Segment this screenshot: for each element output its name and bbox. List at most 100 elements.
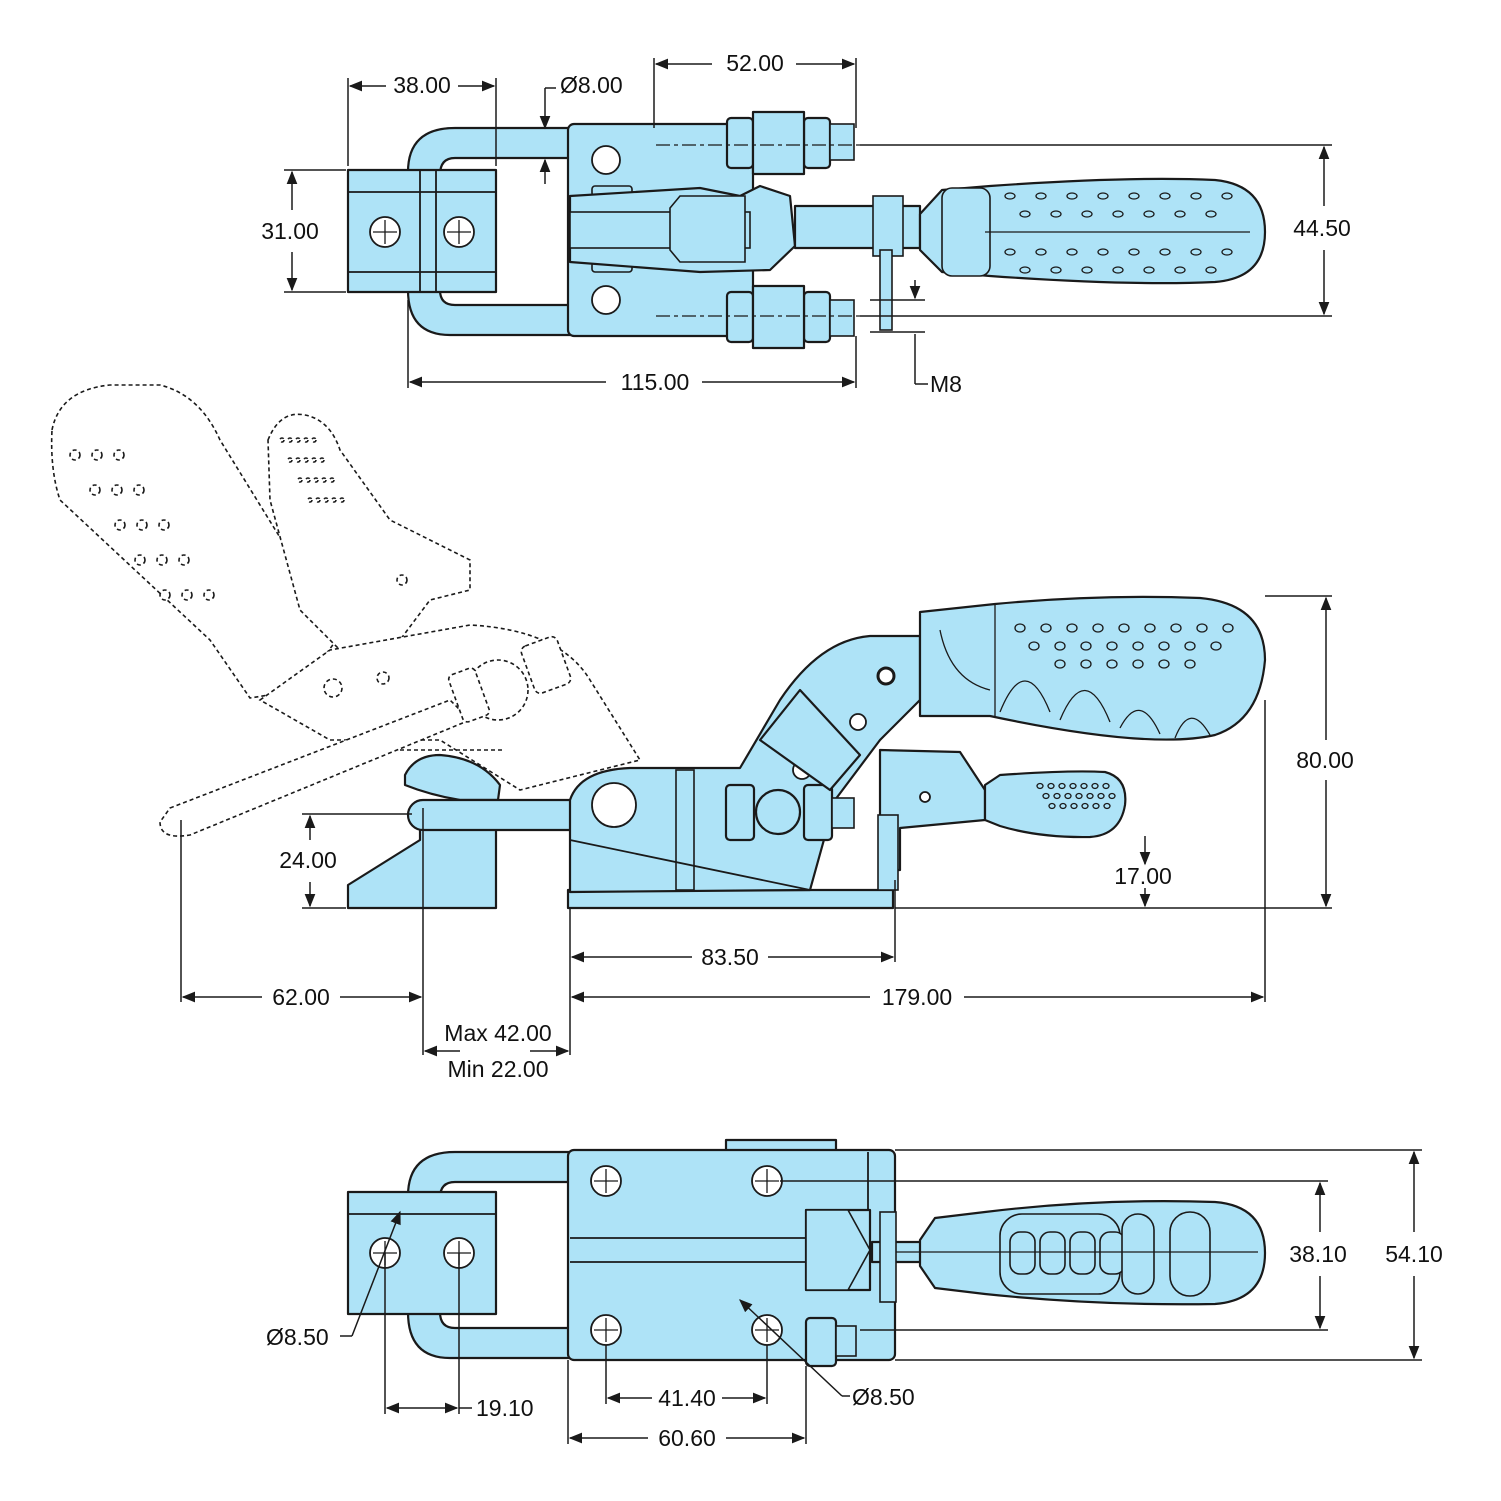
grip-dimple	[1158, 659, 1170, 669]
side-hook	[403, 753, 502, 802]
grip-dimple	[1106, 641, 1118, 651]
grip-dimple	[1081, 266, 1093, 274]
grip-dimple	[1075, 792, 1083, 800]
grip-dimple	[1108, 792, 1116, 800]
grip-dimple	[1053, 792, 1061, 800]
grip-dimple	[311, 457, 317, 463]
grip-dimple	[1040, 623, 1052, 633]
grip-dimple	[1042, 792, 1050, 800]
grip-dimple	[315, 497, 321, 503]
grip-dimple	[307, 497, 313, 503]
bottom-view: 54.10 38.10 19.10 Ø8.50 41.40 Ø8.50	[266, 1138, 1443, 1451]
grip-dimple	[91, 449, 103, 461]
dim-m8: M8	[930, 371, 962, 397]
grip-dimple	[1170, 623, 1182, 633]
top-view: 38.00 Ø8.00 52.00 31.00 44.50 11	[261, 50, 1351, 397]
dim-52: 52.00	[726, 50, 784, 76]
grip-dimple	[1070, 802, 1078, 810]
grip-dimple	[1064, 792, 1072, 800]
dim-19-1: 19.10	[476, 1395, 534, 1421]
grip-dimple	[1128, 248, 1140, 256]
grip-dimple	[1058, 782, 1066, 790]
side-lever	[758, 688, 862, 792]
side-pivot	[754, 788, 802, 836]
grip-dimple	[1159, 248, 1171, 256]
grip-dimple	[1050, 210, 1062, 218]
grip-dimple	[1081, 210, 1093, 218]
grip-dimple	[1221, 192, 1233, 200]
grip-dimple	[1048, 802, 1056, 810]
grip-dimple	[1019, 266, 1031, 274]
grip-dimple	[1118, 623, 1130, 633]
grip-dimple	[1066, 248, 1078, 256]
grip-dimple	[1159, 192, 1171, 200]
side-body	[568, 634, 922, 894]
grip-dimple	[321, 477, 327, 483]
dim-max: Max 42.00	[444, 1020, 551, 1046]
grip-dimple	[319, 457, 325, 463]
grip-dimple	[1143, 210, 1155, 218]
side-main-handle-dimples	[1014, 623, 1234, 669]
grip-dimple	[339, 497, 345, 503]
grip-dimple	[1205, 210, 1217, 218]
grip-dimple	[156, 554, 168, 566]
dim-38-1: 38.10	[1289, 1241, 1347, 1267]
grip-dimple	[159, 589, 171, 601]
grip-dimple	[1047, 782, 1055, 790]
grip-dimple	[1132, 641, 1144, 651]
grip-dimple	[1128, 192, 1140, 200]
grip-dimple	[89, 484, 101, 496]
top-handle-dimples	[1004, 192, 1233, 274]
grip-dimple	[305, 477, 311, 483]
top-handle	[918, 177, 1267, 285]
dim-80: 80.00	[1296, 747, 1354, 773]
dim-115: 115.00	[621, 369, 690, 395]
grip-dimple	[313, 477, 319, 483]
grip-dimple	[297, 477, 303, 483]
dim-83-5: 83.50	[701, 944, 759, 970]
grip-dimple	[1028, 641, 1040, 651]
side-nut-right	[802, 783, 834, 842]
grip-dimple	[1004, 192, 1016, 200]
grip-dimple	[1080, 782, 1088, 790]
grip-dimple	[1103, 802, 1111, 810]
side-hook-base	[346, 818, 498, 910]
grip-dimple	[1112, 266, 1124, 274]
grip-dimple	[1059, 802, 1067, 810]
grip-dimple	[303, 437, 309, 443]
grip-dimple	[1080, 641, 1092, 651]
grip-dimple	[114, 519, 126, 531]
dim-38: 38.00	[393, 72, 451, 98]
grip-dimple	[1066, 623, 1078, 633]
grip-dimple	[311, 437, 317, 443]
grip-dimple	[1205, 266, 1217, 274]
grip-dimple	[1144, 623, 1156, 633]
grip-dimple	[1069, 782, 1077, 790]
dim-44-5: 44.50	[1293, 215, 1351, 241]
grip-dimple	[1190, 192, 1202, 200]
grip-dimple	[1222, 623, 1234, 633]
grip-dimple	[1035, 192, 1047, 200]
grip-dimple	[1035, 248, 1047, 256]
grip-dimple	[295, 457, 301, 463]
grip-dimple	[158, 519, 170, 531]
grip-dimple	[279, 437, 285, 443]
grip-dimple	[1221, 248, 1233, 256]
dim-54-1: 54.10	[1385, 1241, 1443, 1267]
bottom-nut-lower	[804, 1316, 838, 1368]
grip-dimple	[1102, 782, 1110, 790]
grip-dimple	[1091, 782, 1099, 790]
grip-dimple	[1174, 210, 1186, 218]
grip-dimple	[136, 519, 148, 531]
grip-dimple	[1196, 623, 1208, 633]
grip-dimple	[1092, 623, 1104, 633]
dim-179: 179.00	[882, 984, 952, 1010]
grip-dimple	[1112, 210, 1124, 218]
grip-dimple	[1210, 641, 1222, 651]
grip-dimple	[1066, 192, 1078, 200]
grip-dimple	[1184, 641, 1196, 651]
grip-dimple	[1054, 641, 1066, 651]
grip-dimple	[295, 437, 301, 443]
grip-dimple	[287, 437, 293, 443]
